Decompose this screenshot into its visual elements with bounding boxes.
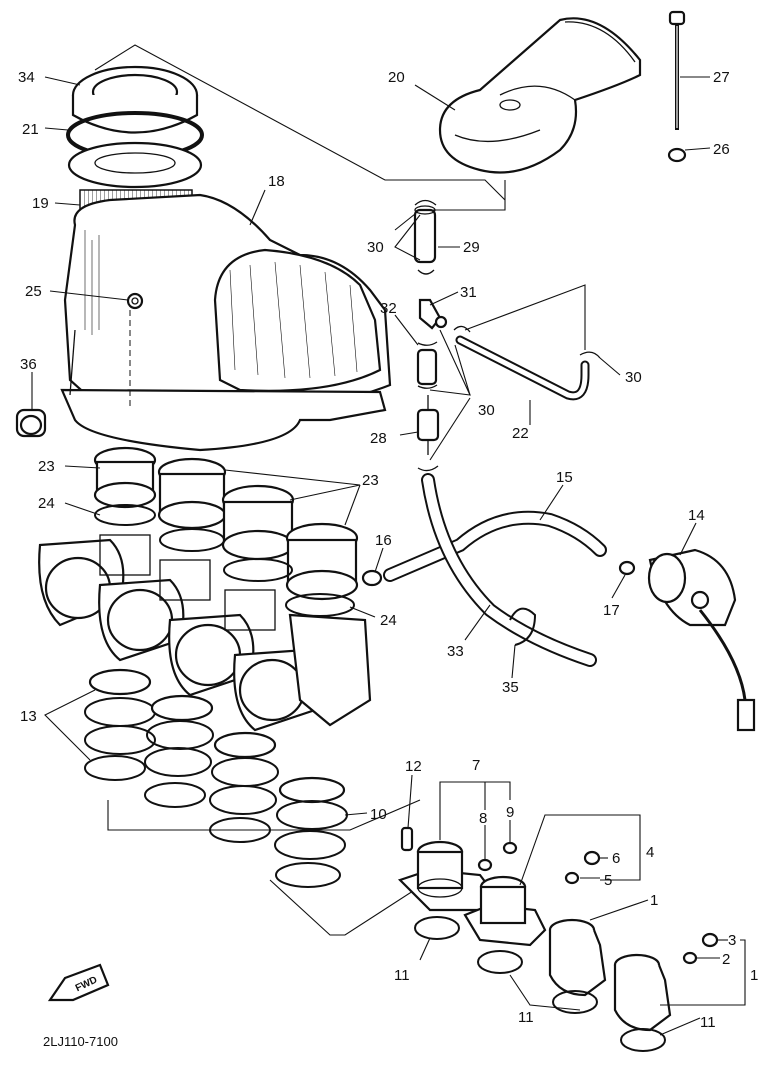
label-23-a: 23 xyxy=(38,458,55,475)
label-2: 2 xyxy=(722,951,730,968)
label-28: 28 xyxy=(370,430,387,447)
clamp-set-part-10 xyxy=(274,776,348,888)
label-18: 18 xyxy=(268,173,285,190)
label-34: 34 xyxy=(18,69,35,86)
intake-manifold-part-4 xyxy=(463,875,547,947)
bolt-part-25 xyxy=(126,292,144,310)
forward-direction-marker: FWD xyxy=(47,963,110,1002)
clamp-part-24 xyxy=(94,504,355,617)
grommet-part-36 xyxy=(15,408,47,438)
label-32: 32 xyxy=(380,300,397,317)
part-labels: 34 21 19 18 20 27 26 25 36 30 29 31 32 3… xyxy=(18,69,758,1031)
label-30-c: 30 xyxy=(478,402,495,419)
label-33: 33 xyxy=(447,643,464,660)
label-36: 36 xyxy=(20,356,37,373)
hose-clips-part-30 xyxy=(414,199,601,472)
label-20: 20 xyxy=(388,69,405,86)
label-11-a: 11 xyxy=(394,967,410,984)
carb-joint-part-23-1 xyxy=(93,446,157,509)
clip-part-35 xyxy=(509,607,537,646)
carb-joint-part-23-2 xyxy=(157,457,227,530)
carburetor-bank xyxy=(38,534,372,732)
label-31: 31 xyxy=(460,284,477,301)
label-12: 12 xyxy=(405,758,422,775)
fuel-hose-part-15 xyxy=(383,510,607,582)
label-19: 19 xyxy=(32,195,49,212)
fuel-pump-part-14 xyxy=(647,548,756,732)
intake-joint-part-1-b xyxy=(613,953,672,1032)
label-17: 17 xyxy=(603,602,620,619)
label-21: 21 xyxy=(22,121,39,138)
hose-part-32 xyxy=(416,348,438,386)
label-15: 15 xyxy=(556,469,573,486)
breather-hose-part-29 xyxy=(413,205,437,264)
clip-part-16 xyxy=(361,569,383,587)
label-23-b: 23 xyxy=(362,472,379,489)
screws-and-bolts xyxy=(400,826,719,965)
filter-part-28 xyxy=(416,395,440,455)
leader-lines xyxy=(31,76,746,1036)
assembly-outline-lines xyxy=(94,44,586,936)
diagram-code: 2LJ110-7100 xyxy=(43,1034,118,1049)
label-27: 27 xyxy=(713,69,730,86)
intake-joint-part-1-a xyxy=(548,918,607,997)
carb-joint-part-23-3 xyxy=(221,484,295,561)
label-24-a: 24 xyxy=(38,495,55,512)
label-1-a: 1 xyxy=(650,892,658,909)
label-7: 7 xyxy=(472,757,480,774)
clamp-set-part-13 xyxy=(84,668,279,843)
label-1-b: 1 xyxy=(750,967,758,984)
label-13: 13 xyxy=(20,708,37,725)
label-22: 22 xyxy=(512,425,529,442)
label-3: 3 xyxy=(728,932,736,949)
intake-duct-part-20 xyxy=(438,17,642,174)
carb-joint-part-23-4 xyxy=(285,522,359,601)
label-10: 10 xyxy=(370,806,387,823)
washer-part-26 xyxy=(667,147,687,163)
filter-cap-part-34 xyxy=(71,65,199,134)
clip-part-17 xyxy=(618,560,636,576)
label-9: 9 xyxy=(506,804,514,821)
o-rings-part-11 xyxy=(414,916,666,1052)
label-6: 6 xyxy=(612,850,620,867)
label-16: 16 xyxy=(375,532,392,549)
joint-part-31 xyxy=(418,298,448,330)
label-30-a: 30 xyxy=(367,239,384,256)
label-11-b: 11 xyxy=(518,1009,534,1026)
label-5: 5 xyxy=(604,872,612,889)
long-bolt-part-27 xyxy=(668,10,686,130)
label-30-b: 30 xyxy=(625,369,642,386)
label-11-c: 11 xyxy=(700,1014,716,1031)
intake-manifold-part-7 xyxy=(397,840,497,912)
breather-tube-part-22 xyxy=(455,335,590,401)
label-29: 29 xyxy=(463,239,480,256)
air-box-part-18 xyxy=(60,193,392,452)
label-25: 25 xyxy=(25,283,42,300)
label-24-b: 24 xyxy=(380,612,397,629)
label-4: 4 xyxy=(646,844,654,861)
label-8: 8 xyxy=(479,810,487,827)
label-26: 26 xyxy=(713,141,730,158)
label-35: 35 xyxy=(502,679,519,696)
fuel-hose-part-33 xyxy=(421,473,597,667)
label-14: 14 xyxy=(688,507,705,524)
